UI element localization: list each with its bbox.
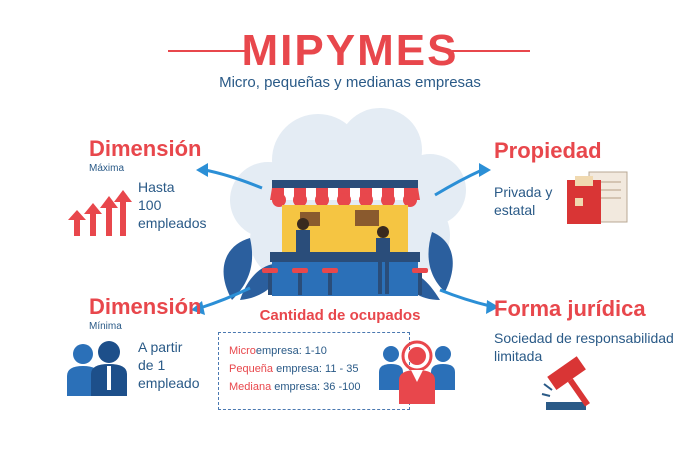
dimension-max-text: Hasta 100 empleados xyxy=(138,178,207,232)
size-row-medium: Mediana empresa: 36 -100 xyxy=(229,378,360,396)
ownership-line-1: Privada y xyxy=(494,184,553,200)
size-row-micro-rest: empresa: 1-10 xyxy=(255,345,327,357)
arrows-up-icon xyxy=(68,190,132,236)
dimension-max-heading: Dimensión xyxy=(89,136,202,161)
legal-form-text: Sociedad de responsabilidad limitada xyxy=(494,329,674,365)
dimension-max-line-2: 100 xyxy=(138,197,162,213)
ownership-heading: Propiedad xyxy=(494,138,602,163)
dimension-min-heading: Dimensión xyxy=(89,294,202,319)
size-row-medium-prefix: Mediana xyxy=(229,381,272,393)
dimension-max-sub: Máxima xyxy=(89,163,125,174)
employees-icon xyxy=(379,340,455,404)
size-row-small-prefix: Pequeña xyxy=(229,363,274,375)
size-row-small: Pequeña empresa: 11 - 35 xyxy=(229,360,360,378)
size-row-micro-prefix: Micro xyxy=(229,345,256,357)
legal-form-line-1: Sociedad de responsabilidad xyxy=(494,330,674,346)
legal-form-line-2: limitada xyxy=(494,348,543,364)
employees-box: Microempresa: 1-10 Pequeña empresa: 11 -… xyxy=(218,332,410,410)
dimension-min-line-2: de 1 xyxy=(138,357,166,373)
size-row-micro: Microempresa: 1-10 xyxy=(229,342,360,360)
dimension-min-text: A partir de 1 empleado xyxy=(138,338,200,392)
ownership-text: Privada y estatal xyxy=(494,183,552,219)
dimension-min-line-3: empleado xyxy=(138,375,200,391)
title-left-line xyxy=(168,50,246,52)
documents-icon xyxy=(567,171,628,224)
employees-heading: Cantidad de ocupados xyxy=(259,307,421,324)
size-row-medium-rest: empresa: 36 -100 xyxy=(271,381,361,393)
page-title: MIPYMES xyxy=(241,26,459,75)
size-row-small-rest: empresa: 11 - 35 xyxy=(273,363,359,375)
dimension-min-line-1: A partir xyxy=(138,339,183,355)
dimension-min-sub: Mínima xyxy=(89,321,122,332)
people-icon xyxy=(67,341,127,396)
page-subtitle: Micro, pequeñas y medianas empresas xyxy=(219,74,481,91)
legal-form-heading: Forma jurídica xyxy=(494,296,646,321)
gavel-icon xyxy=(541,356,590,410)
dimension-max-line-1: Hasta xyxy=(138,179,175,195)
ownership-line-2: estatal xyxy=(494,202,536,218)
title-right-line xyxy=(452,50,530,52)
dimension-max-line-3: empleados xyxy=(138,215,207,231)
